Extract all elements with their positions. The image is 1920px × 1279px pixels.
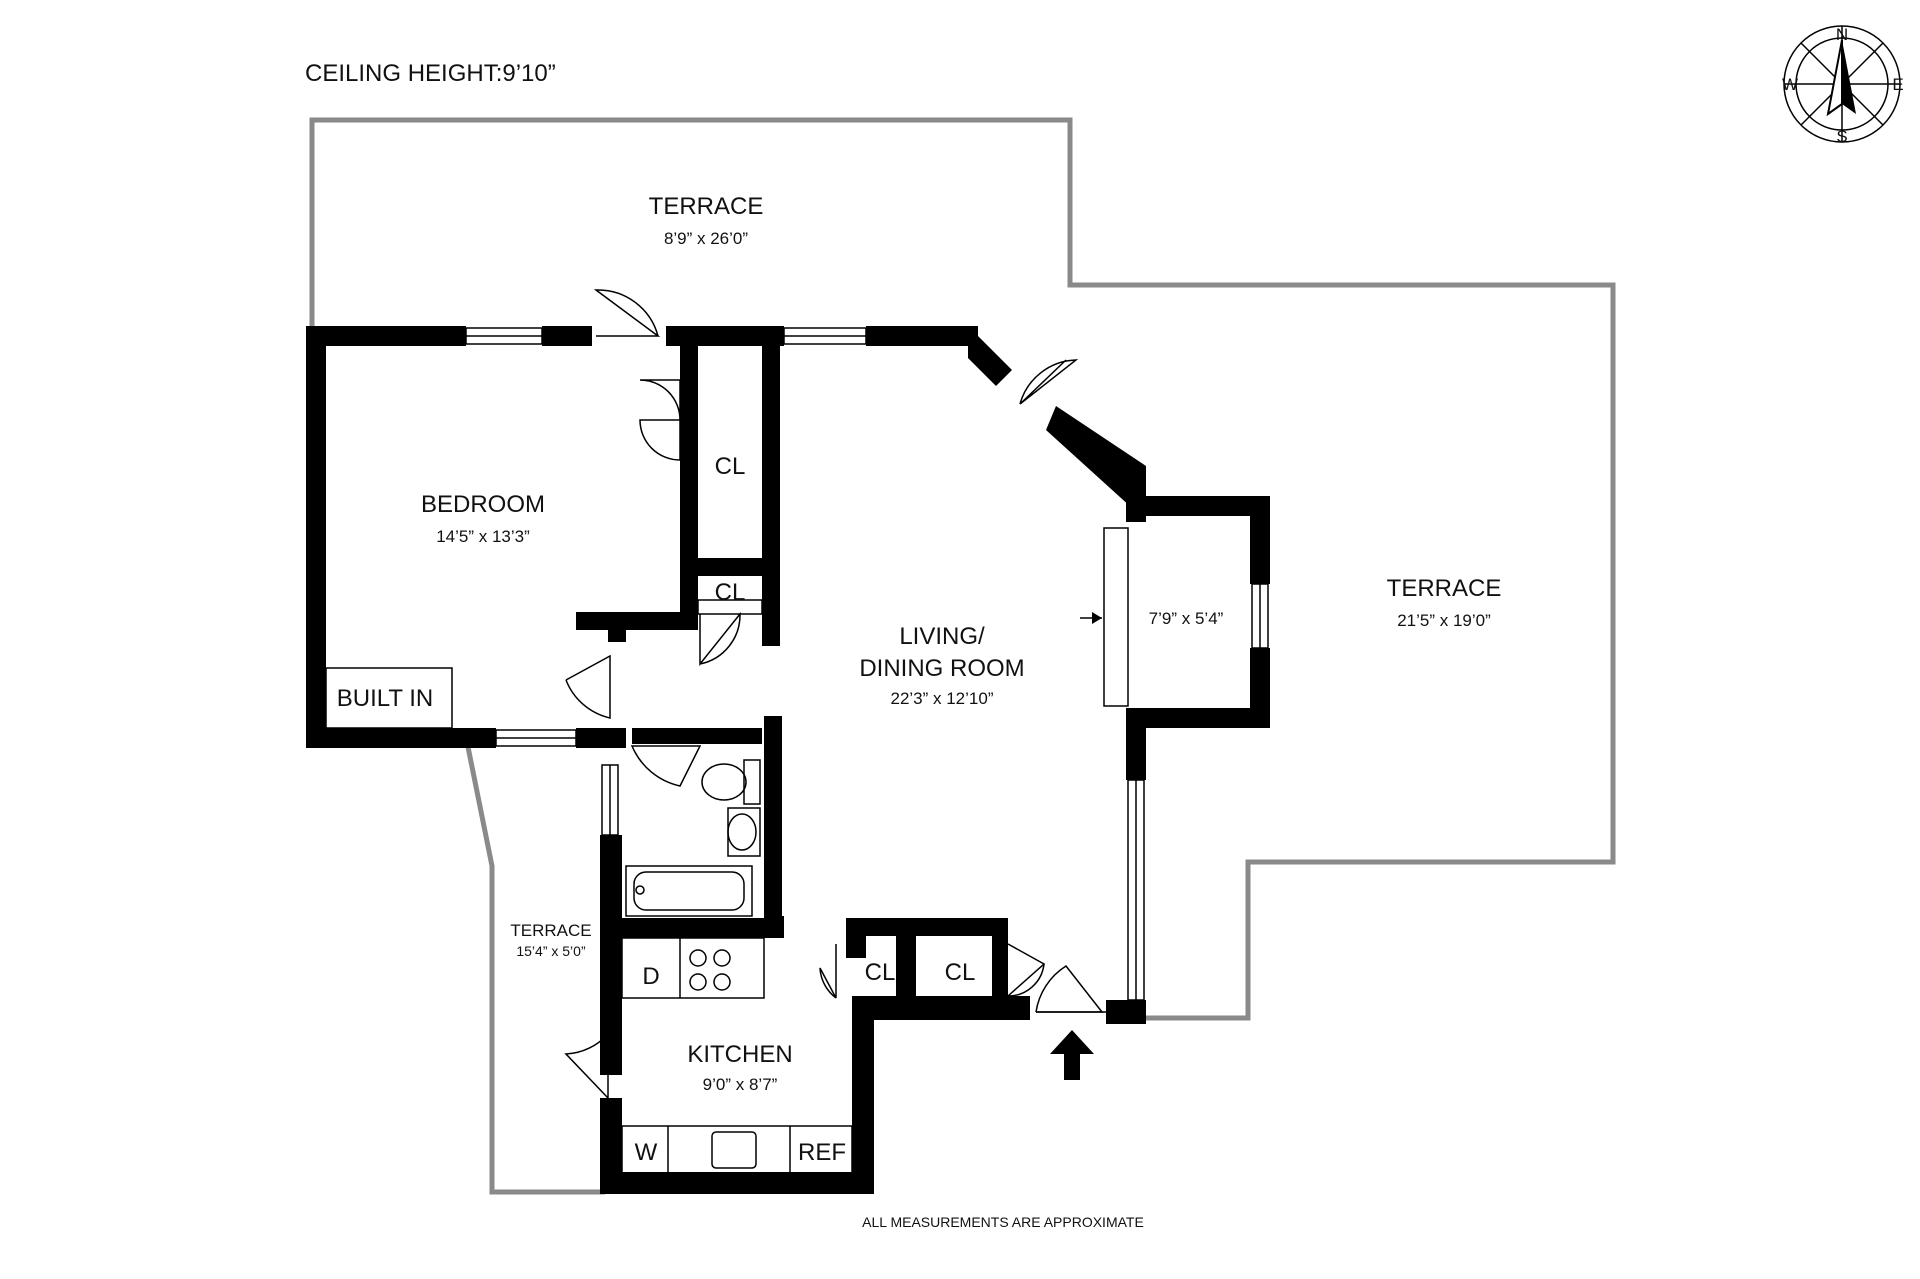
compass-west: W xyxy=(1782,75,1798,94)
closet-label-hall-1: CL xyxy=(865,959,896,986)
compass-south: S xyxy=(1836,127,1847,146)
drain-icon xyxy=(635,885,645,895)
alcove-dims: 7’9” x 5’4” xyxy=(1149,609,1224,628)
kitchen-counter-bottom xyxy=(621,1125,853,1175)
bathtub-inner xyxy=(633,871,745,911)
terrace-west-dims: 15’4” x 5’0” xyxy=(516,943,586,959)
walls xyxy=(306,326,1270,1194)
compass: N E S W xyxy=(1782,25,1904,146)
bedroom-dims: 14’5” x 13’3” xyxy=(436,527,530,546)
compass-north: N xyxy=(1836,25,1848,44)
refrigerator-label: REF xyxy=(798,1139,846,1166)
kitchen-sink-icon xyxy=(711,1131,757,1169)
built-in-label: BUILT IN xyxy=(337,685,433,712)
stove-icon xyxy=(689,949,731,991)
closet-small-front xyxy=(697,599,763,615)
dishwasher-label: D xyxy=(642,963,659,990)
living-dims: 22’3” x 12’10” xyxy=(890,689,993,708)
compass-needle-icon xyxy=(1826,39,1843,117)
entry-arrow-icon xyxy=(1050,1030,1094,1080)
built-in-cabinet xyxy=(325,667,453,729)
washer-label: W xyxy=(635,1139,658,1166)
living-name-line2: DINING ROOM xyxy=(859,655,1024,682)
bathtub xyxy=(625,865,753,917)
terrace-west-outline xyxy=(462,731,605,1195)
compass-east: E xyxy=(1892,75,1903,94)
toilet-tank xyxy=(743,759,761,805)
kitchen-counter-top xyxy=(621,937,765,999)
kitchen-name: KITCHEN xyxy=(687,1041,792,1068)
living-name-line1: LIVING/ xyxy=(899,623,985,650)
terrace-west-name: TERRACE xyxy=(510,921,591,940)
terrace-east-name: TERRACE xyxy=(1387,575,1502,602)
terrace-north-dims: 8’9” x 26’0” xyxy=(664,229,748,248)
sink-counter xyxy=(727,807,761,857)
terrace-north-outline xyxy=(309,117,1616,1021)
ceiling-height: CEILING HEIGHT:9’10” xyxy=(305,60,556,87)
sink-basin-icon xyxy=(727,813,757,851)
kitchen-dims: 9’0” x 8’7” xyxy=(703,1075,778,1094)
alcove-arrow-icon xyxy=(1092,612,1102,624)
terrace-east-dims: 21’5” x 19’0” xyxy=(1397,611,1491,630)
measurements-note: ALL MEASUREMENTS ARE APPROXIMATE xyxy=(862,1214,1144,1230)
closet-label-lower: CL xyxy=(715,579,746,606)
closet-label-upper: CL xyxy=(715,453,746,480)
terrace-north-name: TERRACE xyxy=(649,193,764,220)
doors xyxy=(564,289,1106,1100)
windows xyxy=(465,327,1269,1001)
closet-label-hall-2: CL xyxy=(945,959,976,986)
alcove-outline xyxy=(1103,527,1129,707)
bedroom-name: BEDROOM xyxy=(421,491,545,518)
toilet-bowl-icon xyxy=(701,763,747,801)
